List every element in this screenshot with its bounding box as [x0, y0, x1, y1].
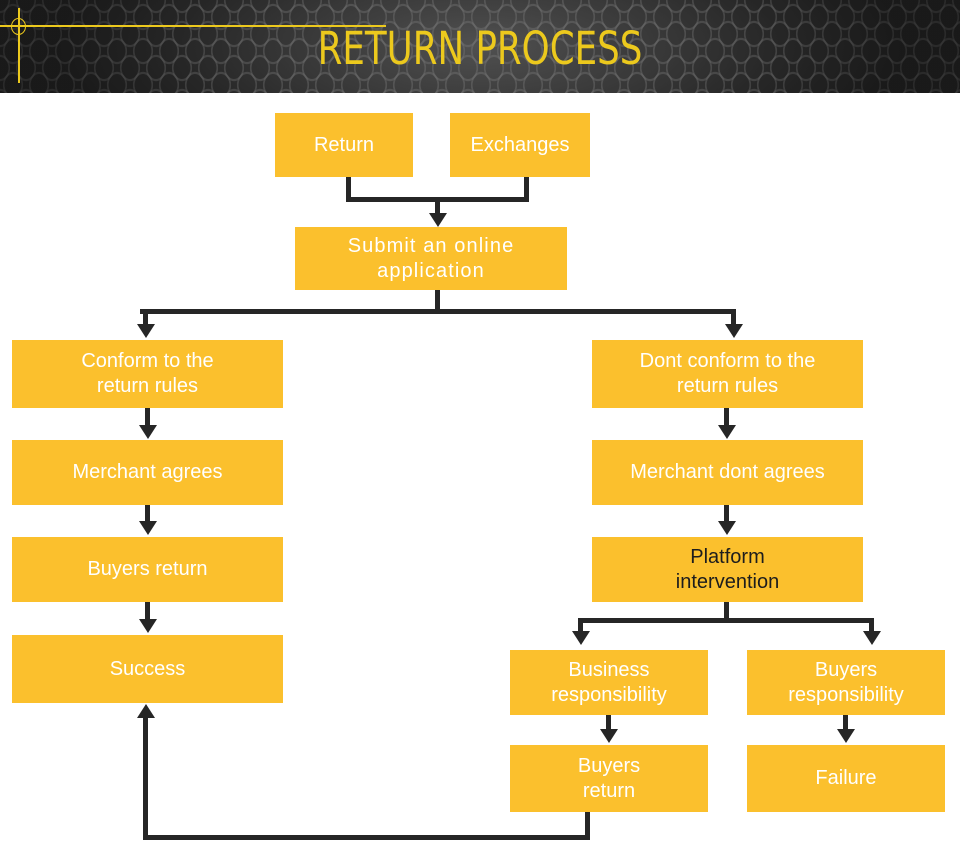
node-failure-label: Failure	[815, 767, 877, 789]
node-platform-intervention[interactable]: Platform intervention	[592, 537, 863, 602]
node-buyers-return-right[interactable]: Buyers return	[510, 745, 708, 812]
edge-business-to-buyers-return	[606, 715, 611, 731]
corner-vertical-rule	[18, 8, 20, 83]
node-return[interactable]: Return	[275, 113, 413, 177]
edge-platform-left-drop	[578, 618, 583, 634]
node-merchant-dont-agrees-label: Merchant dont agrees	[630, 461, 825, 483]
edge-feedback-up	[143, 718, 148, 837]
edge-platform-split-bar	[578, 618, 874, 623]
arrowhead-to-buyers-return-left	[139, 521, 157, 535]
arrowhead-to-business-responsibility	[572, 631, 590, 645]
node-buyers-responsibility[interactable]: Buyers responsibility	[747, 650, 945, 715]
edge-feedback-bottom	[143, 835, 590, 840]
edge-platform-stem	[724, 602, 729, 622]
arrowhead-to-buyers-return-right	[600, 729, 618, 743]
edge-exchanges-down	[524, 177, 529, 202]
node-conform-to-return-rules[interactable]: Conform to the return rules	[12, 340, 283, 408]
arrowhead-to-buyers-responsibility	[863, 631, 881, 645]
node-success[interactable]: Success	[12, 635, 283, 703]
arrowhead-to-dont-conform	[725, 324, 743, 338]
node-business-responsibility[interactable]: Business responsibility	[510, 650, 708, 715]
node-exchanges[interactable]: Exchanges	[450, 113, 590, 177]
arrowhead-to-conform	[137, 324, 155, 338]
node-conform-to-return-rules-label: Conform to the return rules	[81, 350, 214, 397]
arrowhead-to-success	[139, 619, 157, 633]
page-header: RETURN PROCESS	[0, 0, 960, 93]
node-return-label: Return	[313, 133, 375, 156]
arrowhead-to-failure	[837, 729, 855, 743]
edge-return-down	[346, 177, 351, 202]
node-buyers-responsibility-label: Buyers responsibility	[788, 658, 904, 706]
edge-branch-right-drop	[731, 309, 736, 328]
node-platform-intervention-label: Platform intervention	[675, 545, 780, 593]
node-buyers-return-left-label: Buyers return	[87, 558, 208, 580]
node-dont-conform-to-return-rules[interactable]: Dont conform to the return rules	[592, 340, 863, 408]
page-title: RETURN PROCESS	[317, 22, 643, 75]
node-submit-application[interactable]: Submit an online application	[295, 227, 567, 290]
edge-platform-right-drop	[869, 618, 874, 634]
node-buyers-return-right-label: Buyers return	[577, 754, 641, 802]
arrowhead-to-platform-intervention	[718, 521, 736, 535]
node-success-label: Success	[109, 657, 186, 680]
node-buyers-return-left[interactable]: Buyers return	[12, 537, 283, 602]
arrowhead-feedback-to-success	[137, 704, 155, 718]
edge-merge-stem	[435, 197, 440, 219]
flowchart-canvas: Return Exchanges Submit an online applic…	[0, 93, 960, 850]
edge-buyers-return-to-success	[145, 602, 150, 620]
node-failure[interactable]: Failure	[747, 745, 945, 812]
edge-branch-left-drop	[143, 309, 148, 328]
node-merchant-agrees[interactable]: Merchant agrees	[12, 440, 283, 505]
arrowhead-to-merchant-agrees	[139, 425, 157, 439]
node-merchant-agrees-label: Merchant agrees	[72, 461, 223, 483]
node-dont-conform-to-return-rules-label: Dont conform to the return rules	[639, 350, 816, 397]
arrowhead-to-submit	[429, 213, 447, 227]
corner-horizontal-rule	[0, 25, 386, 27]
edge-merchant-to-buyers-return	[145, 505, 150, 523]
arrowhead-to-merchant-dont-agrees	[718, 425, 736, 439]
node-exchanges-label: Exchanges	[470, 133, 570, 156]
edge-conform-to-merchant	[145, 408, 150, 428]
node-business-responsibility-label: Business responsibility	[551, 658, 667, 706]
edge-dont-conform-to-merchant	[724, 408, 729, 428]
edge-merchant-dont-to-platform	[724, 505, 729, 523]
edge-submit-stem	[435, 290, 440, 314]
edge-feedback-down	[585, 812, 590, 840]
edge-buyers-resp-to-failure	[843, 715, 848, 731]
header-vignette	[0, 0, 960, 93]
node-merchant-dont-agrees[interactable]: Merchant dont agrees	[592, 440, 863, 505]
corner-circle-icon	[11, 18, 26, 35]
node-submit-application-label: Submit an online application	[347, 234, 515, 282]
edge-branch-split-bar	[140, 309, 736, 314]
